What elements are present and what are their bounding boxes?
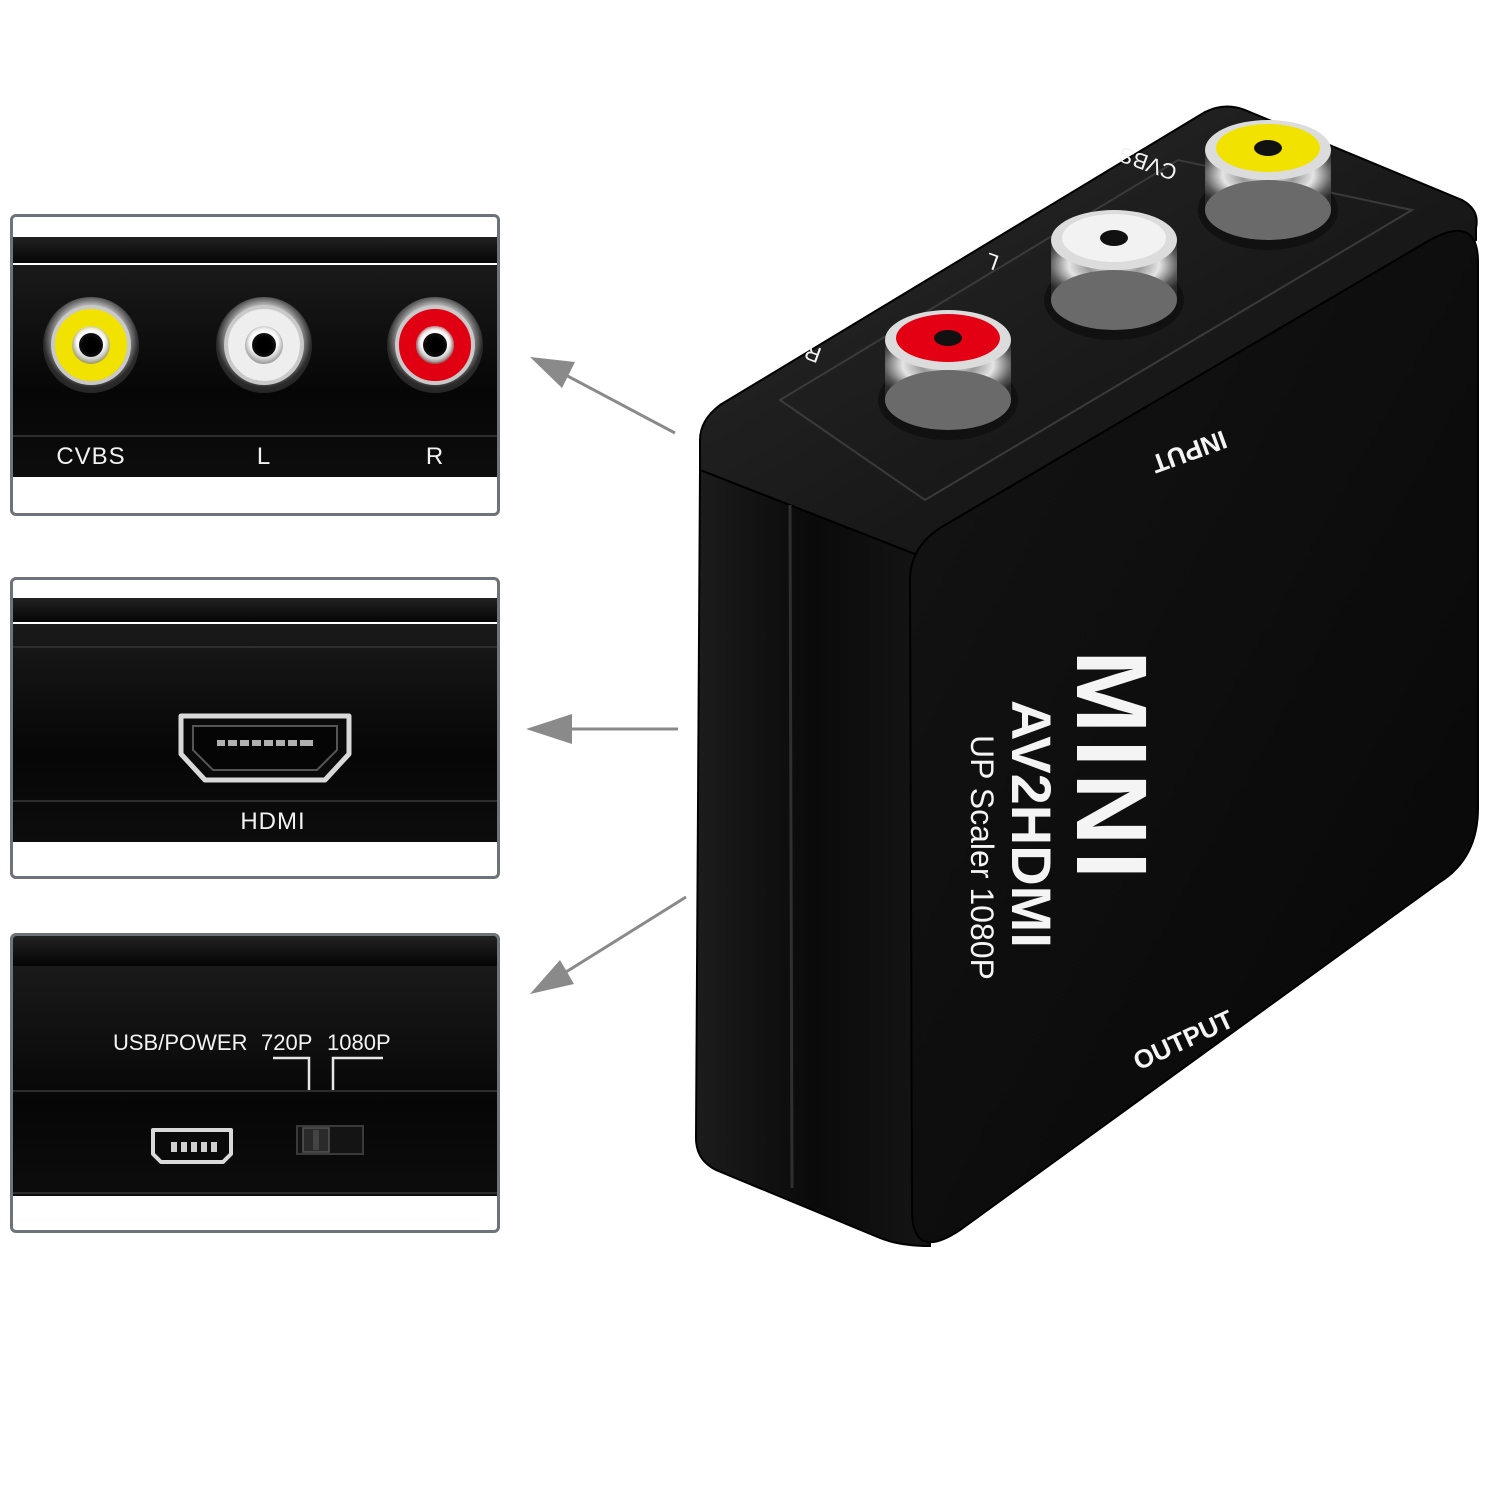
resolution-switch-icon[interactable] — [295, 1122, 365, 1158]
device-yellow-jack-icon — [1198, 120, 1338, 250]
hdmi-label: HDMI — [240, 808, 306, 835]
hdmi-port-icon — [178, 713, 352, 783]
device-brand-label: MINI — [1055, 650, 1167, 886]
cvbs-jack-icon — [43, 297, 139, 393]
panel-face: USB/POWER 720P 1080P — [13, 966, 497, 1196]
device-subtitle-label: UP Scaler 1080P — [964, 735, 1000, 980]
device-model-label: AV2HDMI — [1000, 700, 1063, 948]
switch-bracket-icon — [273, 1056, 383, 1090]
detail-panel-hdmi: HDMI — [10, 577, 500, 879]
panel-edge — [13, 237, 497, 263]
arrow-head-power — [530, 960, 574, 994]
right-audio-jack-icon — [387, 297, 483, 393]
device-white-jack-icon — [1044, 210, 1184, 340]
panel-edge — [13, 598, 497, 622]
device-red-jack-icon — [878, 310, 1018, 440]
left-label: L — [256, 443, 272, 470]
right-label: R — [425, 443, 445, 470]
left-audio-jack-icon — [216, 297, 312, 393]
mini-usb-port-icon — [151, 1128, 233, 1164]
input-plate-outline — [778, 158, 1415, 502]
switch-1080p-label: 1080P — [327, 1030, 391, 1055]
arrow-to-rca-panel — [559, 370, 676, 435]
panel-edge — [13, 936, 497, 966]
cvbs-label: CVBS — [56, 443, 126, 470]
panel-face: HDMI — [13, 624, 497, 842]
usb-power-label: USB/POWER — [113, 1030, 248, 1055]
detail-panel-rca-inputs: CVBS L R — [10, 214, 500, 516]
arrow-to-power-panel — [557, 895, 687, 979]
device-front-face — [908, 230, 1479, 1244]
panel-face: CVBS L R — [13, 265, 497, 477]
detail-panel-power: USB/POWER 720P 1080P — [10, 933, 500, 1233]
arrow-head-rca — [530, 357, 575, 388]
switch-720p-label: 720P — [261, 1030, 313, 1055]
arrow-head-hdmi — [526, 714, 572, 744]
device-side-face — [694, 468, 931, 1248]
